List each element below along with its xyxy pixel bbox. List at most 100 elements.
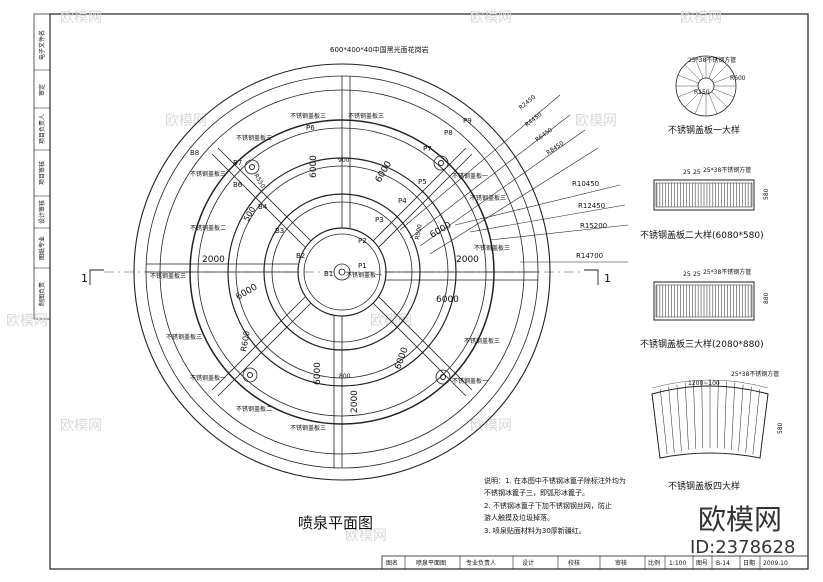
- dimension: 2000: [202, 255, 225, 265]
- ring-label: B6: [233, 181, 243, 189]
- plate-label: 不锈钢盖板三: [470, 194, 506, 202]
- grate-bar: [731, 382, 736, 450]
- note-line: 3. 喷泉贴面材料为30厚新疆红。: [484, 526, 586, 535]
- detail-dimension: R600: [730, 75, 746, 82]
- title-cell: 比例: [648, 559, 660, 567]
- center-label: B1: [324, 270, 333, 278]
- watermark-text: 欧模网: [575, 113, 617, 129]
- radius-label: R12450: [578, 202, 605, 210]
- grate-bar: [693, 381, 696, 449]
- left-strip: 电子文件名 审定 项目负责人 项目审核 设计审核 图纸专业 制图负责: [33, 13, 51, 320]
- watermarks: 欧模网 欧模网 欧模网 欧模网 欧模网 欧模网 欧模网 欧模网 欧模网 欧模网: [6, 10, 722, 544]
- watermark-text: 欧模网: [680, 10, 722, 26]
- note-line: 说明：1. 在本图中不锈钢冰篦子除标注外均为: [484, 476, 626, 485]
- dimension: 800: [339, 373, 351, 380]
- detail-tube-label: 25*38不锈钢方管: [731, 370, 779, 378]
- title-cell: 2009.10: [763, 560, 788, 567]
- detail-dimension: 1200~100: [688, 380, 720, 387]
- section-marker: 1: [81, 272, 88, 285]
- detail-dimension: 25: [693, 169, 701, 176]
- detail-title: 不锈钢盖板一大样: [668, 124, 740, 136]
- ring-label: P2: [358, 237, 367, 245]
- detail-dimension: 580: [777, 422, 784, 434]
- dimension: 6000: [235, 282, 260, 302]
- radius-label: R6450: [534, 126, 554, 143]
- plate-label: 不锈钢盖板三: [290, 112, 326, 120]
- detail-dimension: 880: [763, 292, 770, 304]
- detail-tube-label: 25*38不锈钢方管: [703, 166, 751, 174]
- radius-label: R4450: [524, 111, 544, 129]
- plate-label: 不锈钢盖板三: [290, 424, 326, 432]
- brand-name: 欧模网: [698, 503, 782, 536]
- watermark-text: 欧模网: [6, 313, 48, 329]
- title-cell: 1:100: [669, 560, 686, 567]
- ring-label: B7: [233, 159, 242, 167]
- detail-4: 1200~100 25*38不锈钢方管 580 不锈钢盖板四大样: [651, 370, 784, 492]
- brand-watermark: 欧模网 ID:2378628: [690, 503, 795, 558]
- radius-label: R10450: [572, 180, 599, 188]
- detail-3: 25*38不锈钢方管 25 25 880 不锈钢盖板三大样(2080*880): [640, 268, 770, 350]
- dimension: 6000: [393, 346, 410, 371]
- grate-bar: [724, 381, 727, 449]
- plate-label: 不锈钢盖板三: [464, 337, 500, 345]
- ring-label: P1: [358, 262, 367, 270]
- plate-label: 不锈钢盖板三: [150, 272, 186, 280]
- grate-bar: [738, 384, 744, 452]
- watermark-text: 欧模网: [165, 113, 207, 129]
- strip-label: 审定: [38, 84, 46, 96]
- dimension: 2000: [456, 255, 479, 265]
- dimension: 2000: [350, 390, 360, 413]
- strip-label: 项目审核: [38, 161, 46, 185]
- radius-label: R8450: [545, 140, 565, 157]
- ring-label: P4: [398, 197, 407, 205]
- grate-bar: [745, 386, 752, 453]
- watermark-text: 欧模网: [470, 418, 512, 434]
- detail-dimension: 25: [683, 169, 691, 176]
- radius-label: R2450: [518, 94, 538, 112]
- plate-label: 不锈钢盖板三: [190, 170, 226, 178]
- detail-dimension: 580: [763, 188, 770, 200]
- note-line: 不锈钢冰篦子三，即弧形冰篦子。: [484, 488, 589, 497]
- watermark-text: 欧模网: [60, 418, 102, 434]
- drawing-title: 喷泉平面图: [298, 514, 373, 532]
- dimension: 6000: [429, 220, 454, 240]
- plate-label: 不锈钢盖板三: [474, 244, 510, 252]
- plate-label: 不锈钢盖板二: [190, 224, 226, 232]
- title-cell: 专业负责人: [466, 559, 496, 567]
- detail-dimension: R150: [694, 89, 710, 96]
- strip-label: 电子文件名: [38, 30, 46, 60]
- strip-label: 设计审核: [38, 200, 46, 224]
- title-cell: B-14: [716, 560, 730, 567]
- grate-frame: [655, 284, 753, 318]
- title-cell: 喷泉平面图: [416, 559, 446, 567]
- grate-bar: [660, 389, 668, 455]
- ring-label: B8: [190, 149, 199, 157]
- ring-label: B2: [296, 252, 305, 260]
- plate-label: 不锈钢盖板一: [452, 172, 488, 180]
- ring-label: P8: [444, 129, 453, 137]
- detail-tube-label: 25*38不锈钢方管: [688, 56, 736, 64]
- grate-bar: [701, 380, 704, 449]
- detail-dimension: 25: [683, 271, 691, 278]
- dimension: 6000: [436, 295, 459, 305]
- plate-label: 不锈钢盖板三: [348, 112, 384, 120]
- ring-label: P9: [463, 117, 472, 125]
- title-cell: 图号: [696, 560, 708, 567]
- title-cell: 日期: [743, 559, 755, 567]
- ring-label: B3: [275, 227, 284, 235]
- watermark-text: 欧模网: [345, 528, 387, 544]
- strip-label: 制图负责: [38, 282, 46, 306]
- strip-label: 图纸专业: [38, 236, 46, 260]
- grate-bar: [668, 386, 675, 453]
- ring-label: B4: [258, 203, 268, 211]
- radius-label: R14700: [576, 252, 603, 260]
- grate-bar: [716, 380, 719, 449]
- detail-2: 25*38不锈钢方管 25 25 580 不锈钢盖板二大样(6080*580): [640, 166, 770, 241]
- plate-label: 不锈钢盖板一: [190, 374, 226, 382]
- plate-label: 不锈钢盖板三: [166, 333, 202, 341]
- detail-title: 不锈钢盖板四大样: [668, 480, 740, 492]
- grate-bar: [676, 384, 682, 452]
- title-cell: 设计: [522, 559, 534, 567]
- plate-label: 不锈钢盖板二: [236, 405, 272, 413]
